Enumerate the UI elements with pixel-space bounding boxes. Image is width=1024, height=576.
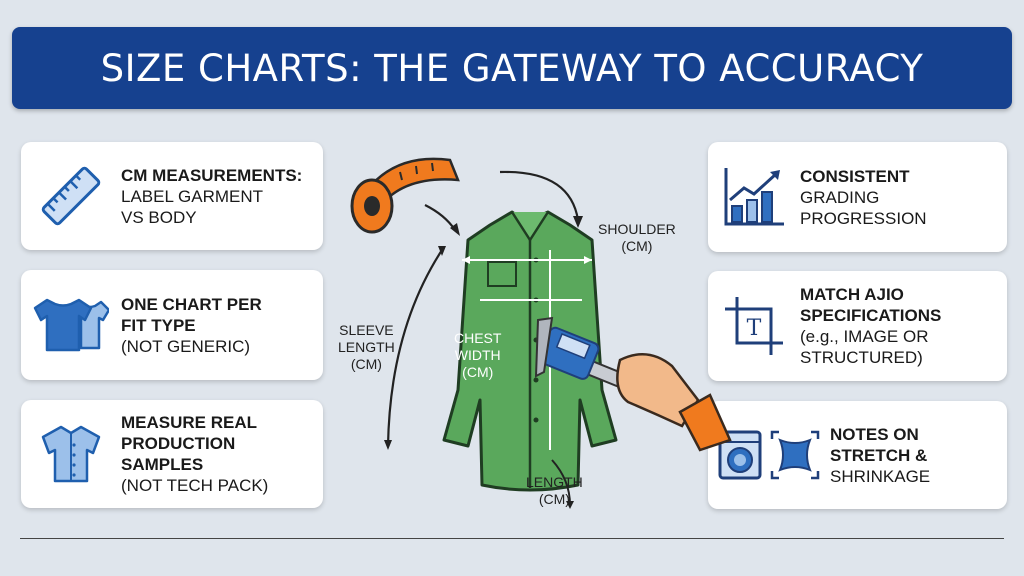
card-text: CM MEASUREMENTS: LABEL GARMENT VS BODY xyxy=(121,165,302,228)
card-line: CM MEASUREMENTS: xyxy=(121,165,303,185)
card-line: SHRINKAGE xyxy=(830,466,931,486)
card-line: CONSISTENT xyxy=(800,166,910,186)
card-stretch-shrinkage: NOTES ON STRETCH & SHRINKAGE xyxy=(708,401,1007,509)
label-line: (CM) xyxy=(538,491,570,507)
card-line: PROGRESSION xyxy=(800,208,927,228)
card-line: STRUCTURED) xyxy=(800,348,923,367)
card-line: (NOT GENERIC) xyxy=(121,336,251,356)
card-line: ONE CHART PER xyxy=(121,294,262,314)
card-line: MATCH AJIO xyxy=(800,285,904,304)
card-line: (NOT TECH PACK) xyxy=(121,476,269,495)
label-chest-width: CHEST WIDTH (CM) xyxy=(454,330,501,381)
card-line: GRADING xyxy=(800,187,880,207)
hand-icon xyxy=(616,353,732,452)
card-line: SPECIFICATIONS xyxy=(800,306,942,325)
card-consistent-grading: CONSISTENT GRADING PROGRESSION xyxy=(708,142,1007,252)
t-shirts-icon xyxy=(21,294,121,356)
card-text: CONSISTENT GRADING PROGRESSION xyxy=(800,166,927,229)
card-one-chart-per-fit: ONE CHART PER FIT TYPE (NOT GENERIC) xyxy=(21,270,323,380)
label-length: LENGTH (CM) xyxy=(526,474,583,508)
card-text: ONE CHART PER FIT TYPE (NOT GENERIC) xyxy=(121,294,262,357)
card-line: LABEL GARMENT xyxy=(121,186,264,206)
label-line: LENGTH xyxy=(526,474,583,490)
bar-chart-icon xyxy=(708,166,800,228)
card-line: STRETCH & xyxy=(830,445,928,465)
svg-text:T: T xyxy=(747,316,762,341)
label-line: (CM) xyxy=(462,364,494,380)
washing-machine-icon xyxy=(718,430,762,480)
crop-text-icon: T xyxy=(708,295,800,357)
tape-measure-icon xyxy=(350,157,460,234)
card-line: SAMPLES xyxy=(121,455,204,474)
card-line: NOTES ON xyxy=(830,424,919,444)
caliper-icon xyxy=(534,316,671,407)
card-text: MATCH AJIO SPECIFICATIONS (e.g., IMAGE O… xyxy=(800,284,941,368)
label-line: CHEST xyxy=(454,330,502,346)
label-line: SHOULDER xyxy=(598,221,676,237)
title-banner: SIZE CHARTS: THE GATEWAY TO ACCURACY xyxy=(12,27,1012,109)
card-line: VS BODY xyxy=(121,207,197,227)
card-line: MEASURE REAL xyxy=(121,413,258,432)
card-cm-measurements: CM MEASUREMENTS: LABEL GARMENT VS BODY xyxy=(21,142,323,250)
label-line: SLEEVE xyxy=(339,322,394,338)
care-icons xyxy=(708,430,830,480)
card-match-ajio: T MATCH AJIO SPECIFICATIONS (e.g., IMAGE… xyxy=(708,271,1007,381)
card-text: MEASURE REAL PRODUCTION SAMPLES (NOT TEC… xyxy=(121,412,268,496)
card-line: (e.g., IMAGE OR xyxy=(800,327,929,346)
shirt-icon xyxy=(21,423,121,485)
stretch-icon xyxy=(770,430,820,480)
label-line: (CM) xyxy=(350,356,382,372)
label-shoulder: SHOULDER (CM) xyxy=(598,221,676,255)
page-title: SIZE CHARTS: THE GATEWAY TO ACCURACY xyxy=(100,46,924,90)
card-measure-real-samples: MEASURE REAL PRODUCTION SAMPLES (NOT TEC… xyxy=(21,400,323,508)
bottom-divider xyxy=(20,538,1004,539)
card-text: NOTES ON STRETCH & SHRINKAGE xyxy=(830,424,930,487)
label-line: WIDTH xyxy=(454,347,501,363)
card-line: PRODUCTION xyxy=(121,434,236,453)
label-line: (CM) xyxy=(621,238,653,254)
label-sleeve-length: SLEEVE LENGTH (CM) xyxy=(338,322,395,373)
shirt-measurement-illustration xyxy=(350,157,732,509)
label-line: LENGTH xyxy=(338,339,395,355)
card-line: FIT TYPE xyxy=(121,315,196,335)
ruler-icon xyxy=(21,161,121,231)
